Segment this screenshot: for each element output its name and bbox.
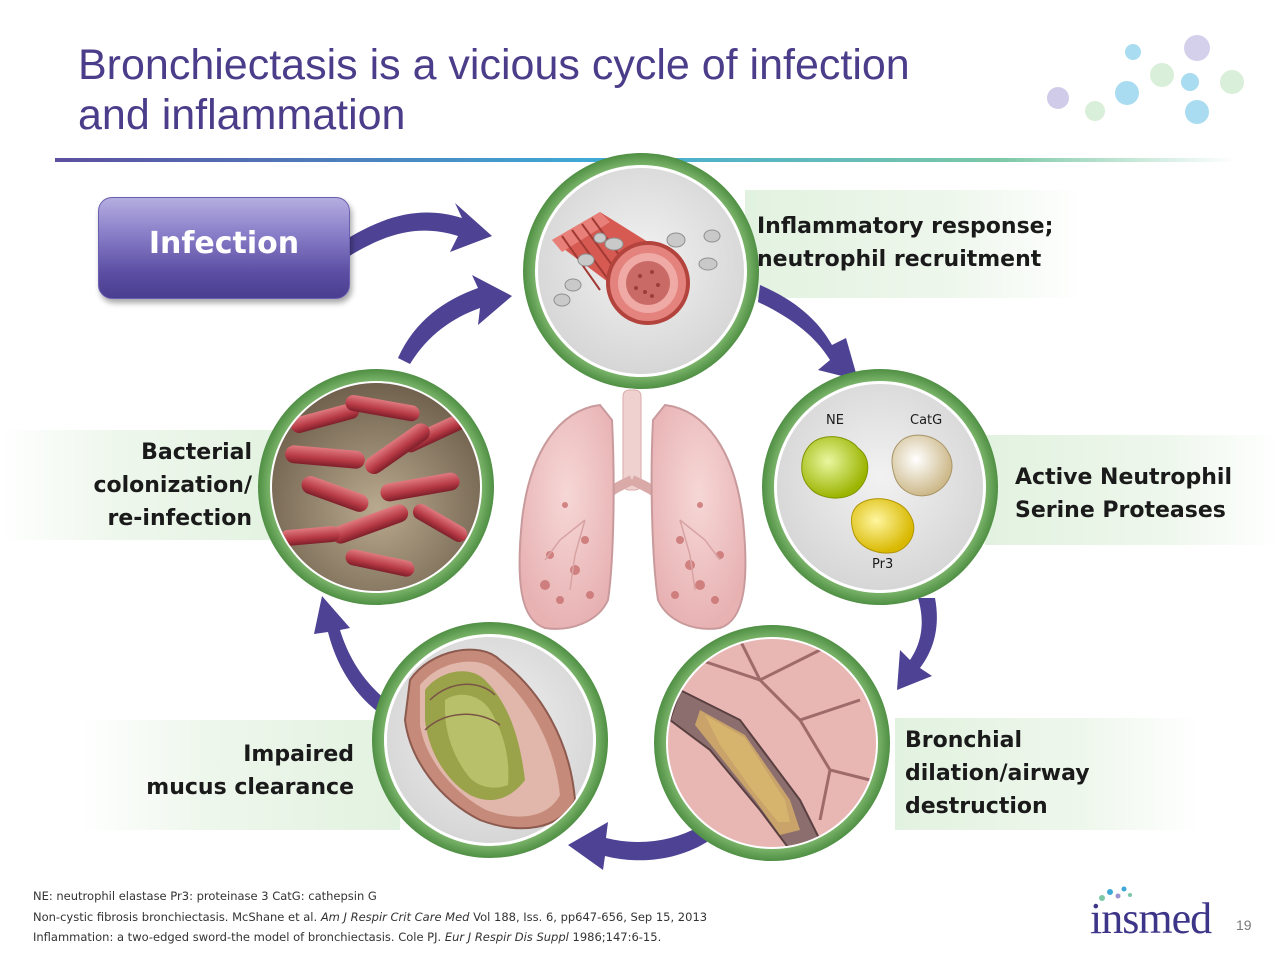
stage5-label: Bacterial colonization/ re-infection <box>93 436 252 535</box>
stage1-line1: Inflammatory response; <box>757 214 1054 239</box>
ref1-details: Vol 188, Iss. 6, pp647-656, Sep 15, 2013 <box>469 910 708 924</box>
stage3-line1: Bronchial <box>905 728 1023 753</box>
title-line-2: and inflammation <box>78 91 406 139</box>
cycle-arrows <box>314 203 937 870</box>
stage2-label: Active Neutrophil Serine Proteases <box>1015 461 1232 527</box>
label-band-stage1 <box>745 190 1085 298</box>
stage3-line2: dilation/airway <box>905 761 1090 786</box>
insmed-logo: insmed <box>1090 894 1212 943</box>
neutrophil-protease-illustration <box>762 369 998 605</box>
ref1-text: Non-cystic fibrosis bronchiectasis. McSh… <box>33 910 321 924</box>
ref2-details: 1986;147:6-15. <box>568 930 662 944</box>
footnote-reference-1: Non-cystic fibrosis bronchiectasis. McSh… <box>33 910 707 924</box>
label-band-stage5 <box>0 430 300 540</box>
stage4-line1: Impaired <box>243 742 354 767</box>
stage4-line2: mucus clearance <box>146 775 354 800</box>
stage3-line3: destruction <box>905 794 1048 819</box>
label-band-stage4 <box>80 720 400 830</box>
decorative-dots <box>1047 35 1244 124</box>
stage1-line2: neutrophil recruitment <box>757 247 1042 272</box>
lungs-illustration <box>518 389 747 630</box>
ref2-text: Inflammation: a two-edged sword-the mode… <box>33 930 445 944</box>
stage1-label: Inflammatory response; neutrophil recrui… <box>757 210 1053 276</box>
infection-box: Infection <box>98 197 350 299</box>
label-band-stage2 <box>985 435 1280 545</box>
footnote-reference-2: Inflammation: a two-edged sword-the mode… <box>33 930 661 944</box>
title-line-1: Bronchiectasis is a vicious cycle of inf… <box>78 41 910 89</box>
page-number: 19 <box>1236 917 1252 933</box>
slide-title: Bronchiectasis is a vicious cycle of inf… <box>78 40 1038 140</box>
stage4-label: Impaired mucus clearance <box>146 738 354 804</box>
label-band-stage3 <box>895 718 1200 830</box>
stage2-line1: Active Neutrophil <box>1015 465 1233 490</box>
protease-label-ne: NE <box>826 413 844 428</box>
stage5-line1: Bacterial <box>141 440 252 465</box>
footnote-abbreviations: NE: neutrophil elastase Pr3: proteinase … <box>33 889 377 903</box>
bacteria-illustration <box>258 369 494 605</box>
infection-label: Infection <box>148 226 300 261</box>
stage5-line2: colonization/ <box>93 473 252 498</box>
dilated-bronchus-illustration <box>654 625 890 861</box>
stage2-line2: Serine Proteases <box>1015 498 1226 523</box>
stage3-label: Bronchial dilation/airway destruction <box>905 724 1090 823</box>
ref2-journal: Eur J Respir Dis Suppl <box>444 930 569 944</box>
ref1-journal: Am J Respir Crit Care Med <box>320 910 470 924</box>
stage5-line3: re-infection <box>107 506 252 531</box>
protease-label-pr3: Pr3 <box>872 557 894 572</box>
mucus-airway-illustration <box>372 622 608 858</box>
logo-dots <box>1099 886 1132 901</box>
protease-label-catg: CatG <box>910 413 943 428</box>
airway-tube-illustration <box>523 153 759 389</box>
